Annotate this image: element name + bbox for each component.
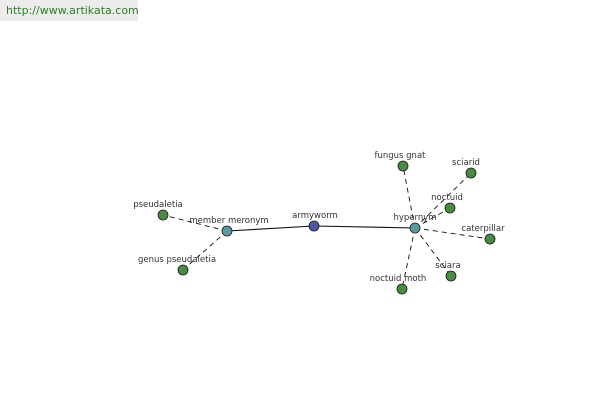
node-label-fungus-gnat[interactable]: fungus gnat [374, 151, 426, 161]
node-label-noctuid-moth[interactable]: noctuid moth [370, 274, 427, 284]
node-armyworm[interactable] [308, 220, 320, 232]
edge-member-meronym-to-pseudaletia [162, 214, 228, 232]
edge-hypernym-to-sciarid [414, 172, 472, 229]
edge-hypernym-to-fungus-gnat [402, 165, 416, 229]
edge-hypernym-to-noctuid [414, 207, 451, 229]
node-noctuid[interactable] [444, 202, 456, 214]
node-hypernym[interactable] [409, 222, 421, 234]
node-label-caterpillar[interactable]: caterpillar [461, 224, 505, 234]
node-sciarid[interactable] [465, 167, 477, 179]
node-label-pseudaletia[interactable]: pseudaletia [133, 200, 183, 210]
edge-member-meronym-to-armyworm [226, 225, 315, 232]
edges-layer [162, 165, 491, 290]
node-genus-pseudaletia[interactable] [177, 264, 189, 276]
node-member-meronym[interactable] [221, 225, 233, 237]
node-label-armyworm[interactable]: armyworm [292, 211, 338, 221]
site-banner: http://www.artikata.com [0, 0, 139, 21]
node-label-sciara[interactable]: sciara [435, 261, 460, 271]
node-label-member-meronym[interactable]: member meronym [189, 216, 268, 226]
node-label-genus-pseudaletia[interactable]: genus pseudaletia [138, 255, 216, 265]
nodes-layer [157, 160, 496, 295]
edge-member-meronym-to-genus-pseudaletia [182, 230, 228, 271]
node-noctuid-moth[interactable] [396, 283, 408, 295]
edge-hypernym-to-noctuid-moth [401, 227, 416, 290]
node-fungus-gnat[interactable] [397, 160, 409, 172]
edge-hypernym-to-caterpillar [414, 227, 491, 240]
labels-layer: armyworm member meronym hypernym pseudaleti… [133, 151, 505, 284]
site-url-link[interactable]: http://www.artikata.com [6, 4, 139, 17]
edge-hypernym-to-sciara [414, 227, 452, 277]
node-label-sciarid[interactable]: sciarid [452, 158, 480, 168]
node-label-hypernym[interactable]: hypernym [393, 213, 436, 223]
edge-armyworm-to-hypernym [313, 225, 416, 229]
node-caterpillar[interactable] [484, 233, 496, 245]
node-label-noctuid[interactable]: noctuid [431, 193, 463, 203]
node-pseudaletia[interactable] [157, 209, 169, 221]
node-sciara[interactable] [445, 270, 457, 282]
